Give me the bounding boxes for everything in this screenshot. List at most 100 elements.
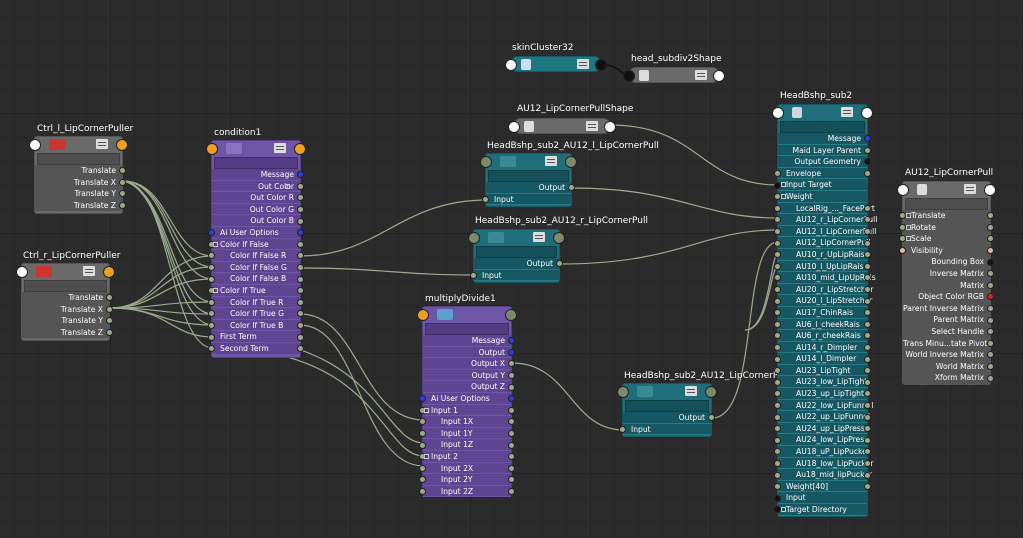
attr-row[interactable]: AU12_r_LipCornerPull	[774, 214, 877, 226]
attr-row[interactable]: Output Z	[423, 381, 515, 393]
attr-row[interactable]: AU23_up_LipTight	[774, 388, 871, 400]
attr-row[interactable]: First Term	[208, 331, 304, 343]
attr-row[interactable]: AU10_mid_LipUpRais	[774, 272, 876, 284]
attr-row[interactable]: Envelope	[774, 167, 871, 180]
attr-row[interactable]: AU22_up_LipFunnel	[774, 411, 871, 423]
attr-row[interactable]: Bounding Box	[903, 256, 994, 268]
node-ctrl-r[interactable]: Translate Translate X Translate Y Transl…	[16, 263, 115, 341]
attr-row[interactable]: AU17_ChinRais	[774, 306, 871, 319]
node-pullshape[interactable]	[508, 118, 616, 134]
attr-row[interactable]: Color If True B	[208, 319, 304, 332]
attr-row[interactable]: Out Color	[212, 180, 304, 193]
attr-row[interactable]: Parent Inverse Matrix	[903, 302, 994, 315]
attr-row[interactable]: Output X	[423, 358, 515, 370]
attr-row[interactable]: Ai User Options	[419, 392, 515, 405]
attr-row[interactable]: Input	[619, 423, 711, 436]
attr-row[interactable]: Trans Minu...tate Pivot	[903, 337, 994, 350]
attr-row[interactable]: Output	[623, 412, 715, 424]
attr-row[interactable]: AU10_l_UpLipRais	[774, 260, 871, 273]
output-plug[interactable]	[29, 139, 41, 151]
attr-row[interactable]: Translate Y	[22, 315, 113, 327]
attr-row[interactable]: Translate Z	[22, 326, 113, 339]
attr-row[interactable]: AU14_l_Dimpler	[774, 353, 871, 365]
attr-row[interactable]: AU23_low_LipTight	[774, 376, 871, 389]
attr-row[interactable]: Visibility	[899, 244, 994, 257]
attr-row[interactable]: Out Color R	[212, 192, 304, 204]
attr-row[interactable]: AU20_l_LipStretcher	[774, 295, 872, 307]
attr-row[interactable]: World Matrix	[903, 360, 994, 373]
attr-row[interactable]: Out Color B	[212, 215, 304, 227]
attr-row[interactable]: AU6_r_cheekRais	[774, 330, 871, 342]
attr-row[interactable]: Translate X	[35, 176, 126, 189]
attr-row[interactable]: Input 1Y	[419, 427, 515, 440]
attr-row[interactable]: AU6_l_cheekRais	[774, 318, 871, 331]
attr-row[interactable]: Input 2X	[419, 462, 515, 475]
attr-row[interactable]: Object Color RGB	[903, 291, 994, 303]
attr-row[interactable]: Color If False G	[208, 261, 304, 274]
attr-row[interactable]: AU23_LipTight	[774, 364, 871, 377]
attr-row[interactable]: Select Handle	[903, 325, 994, 338]
attr-row[interactable]: Parent Matrix	[903, 314, 994, 326]
attr-row[interactable]: AU22_low_LipFunnel	[774, 399, 873, 412]
attr-row[interactable]: Color If False B	[208, 273, 304, 285]
attr-row[interactable]: Translate	[899, 210, 994, 222]
attr-row[interactable]: Second Term	[208, 342, 304, 355]
attr-row[interactable]: Input	[774, 492, 867, 504]
attr-row[interactable]: Translate	[22, 292, 113, 304]
menu-icon[interactable]	[274, 143, 286, 153]
attr-row[interactable]: Output	[474, 258, 563, 270]
attr-row[interactable]: Input 2Z	[419, 485, 515, 498]
node-bs-r[interactable]: Output Input	[468, 229, 565, 283]
attr-row[interactable]: AU14_r_Dimpler	[774, 341, 871, 354]
attr-row[interactable]: AU18_low_LipPucker	[774, 457, 874, 470]
attr-row[interactable]: Message	[212, 169, 304, 181]
attr-row[interactable]: Weight[40]	[774, 480, 871, 493]
attr-row[interactable]: AU24_up_LipPress	[774, 422, 871, 435]
attr-row[interactable]: Input Target	[774, 179, 867, 191]
attr-row[interactable]: Input 2Y	[419, 474, 515, 486]
attr-row[interactable]: Translate X	[22, 303, 113, 316]
attr-row[interactable]: Input 2	[419, 450, 515, 463]
attr-row[interactable]: Target Directory	[774, 504, 867, 516]
input-plug[interactable]	[116, 139, 128, 151]
attr-row[interactable]: Scale	[899, 233, 994, 245]
attr-row[interactable]: Message	[778, 133, 871, 145]
attr-row[interactable]: Maid Layer Parent	[778, 144, 871, 157]
attr-row[interactable]: AU12_LipCornerPull	[774, 237, 871, 249]
node-bs-l[interactable]: Output Input	[480, 153, 577, 207]
attr-row[interactable]: Color If False	[208, 238, 304, 251]
attr-row[interactable]: LocalRig_..._FacePart	[774, 202, 875, 215]
attr-row[interactable]: Out Color G	[212, 203, 304, 216]
attr-row[interactable]: Translate Z	[35, 199, 126, 212]
attr-row[interactable]: Output Geometry	[778, 156, 871, 168]
node-skincluster[interactable]	[505, 56, 607, 72]
attr-row[interactable]: Xform Matrix	[903, 372, 994, 384]
attr-row[interactable]: Output	[423, 346, 515, 359]
attr-row[interactable]: Translate	[35, 165, 126, 177]
attr-row[interactable]: Au18_mid_lipPucker	[774, 469, 872, 481]
attr-row[interactable]: Rotate	[899, 221, 994, 234]
attr-row[interactable]: Matrix	[903, 279, 994, 292]
attr-row[interactable]: AU24_low_LipPress	[774, 434, 871, 447]
attr-row[interactable]: Inverse Matrix	[903, 267, 994, 280]
attr-row[interactable]: World Inverse Matrix	[903, 349, 994, 361]
attr-row[interactable]: Message	[423, 335, 515, 347]
node-bs-main[interactable]: Output Input	[617, 383, 717, 437]
attr-row[interactable]: AU10_r_UpLipRais	[774, 248, 871, 261]
node-ctrl-l[interactable]: Translate Translate X Translate Y Transl…	[29, 136, 128, 214]
attr-row[interactable]: Input	[482, 193, 571, 206]
attr-row[interactable]: Color If True G	[208, 308, 304, 320]
node-subdiv[interactable]	[623, 67, 725, 83]
menu-icon[interactable]	[96, 139, 108, 149]
attr-row[interactable]: Input 1	[419, 404, 515, 417]
node-condition[interactable]: Message Out Color Out Color R Out Color …	[206, 140, 306, 358]
attr-row[interactable]: Weight	[774, 190, 867, 203]
attr-row[interactable]: Output	[486, 182, 575, 194]
node-multiply[interactable]: Message Output Output X Output Y Output …	[417, 306, 517, 498]
menu-icon[interactable]	[83, 266, 95, 276]
attr-row[interactable]: Input	[470, 269, 559, 282]
attr-row[interactable]: Color If False R	[208, 250, 304, 262]
attr-row[interactable]: Input 1X	[419, 416, 515, 428]
